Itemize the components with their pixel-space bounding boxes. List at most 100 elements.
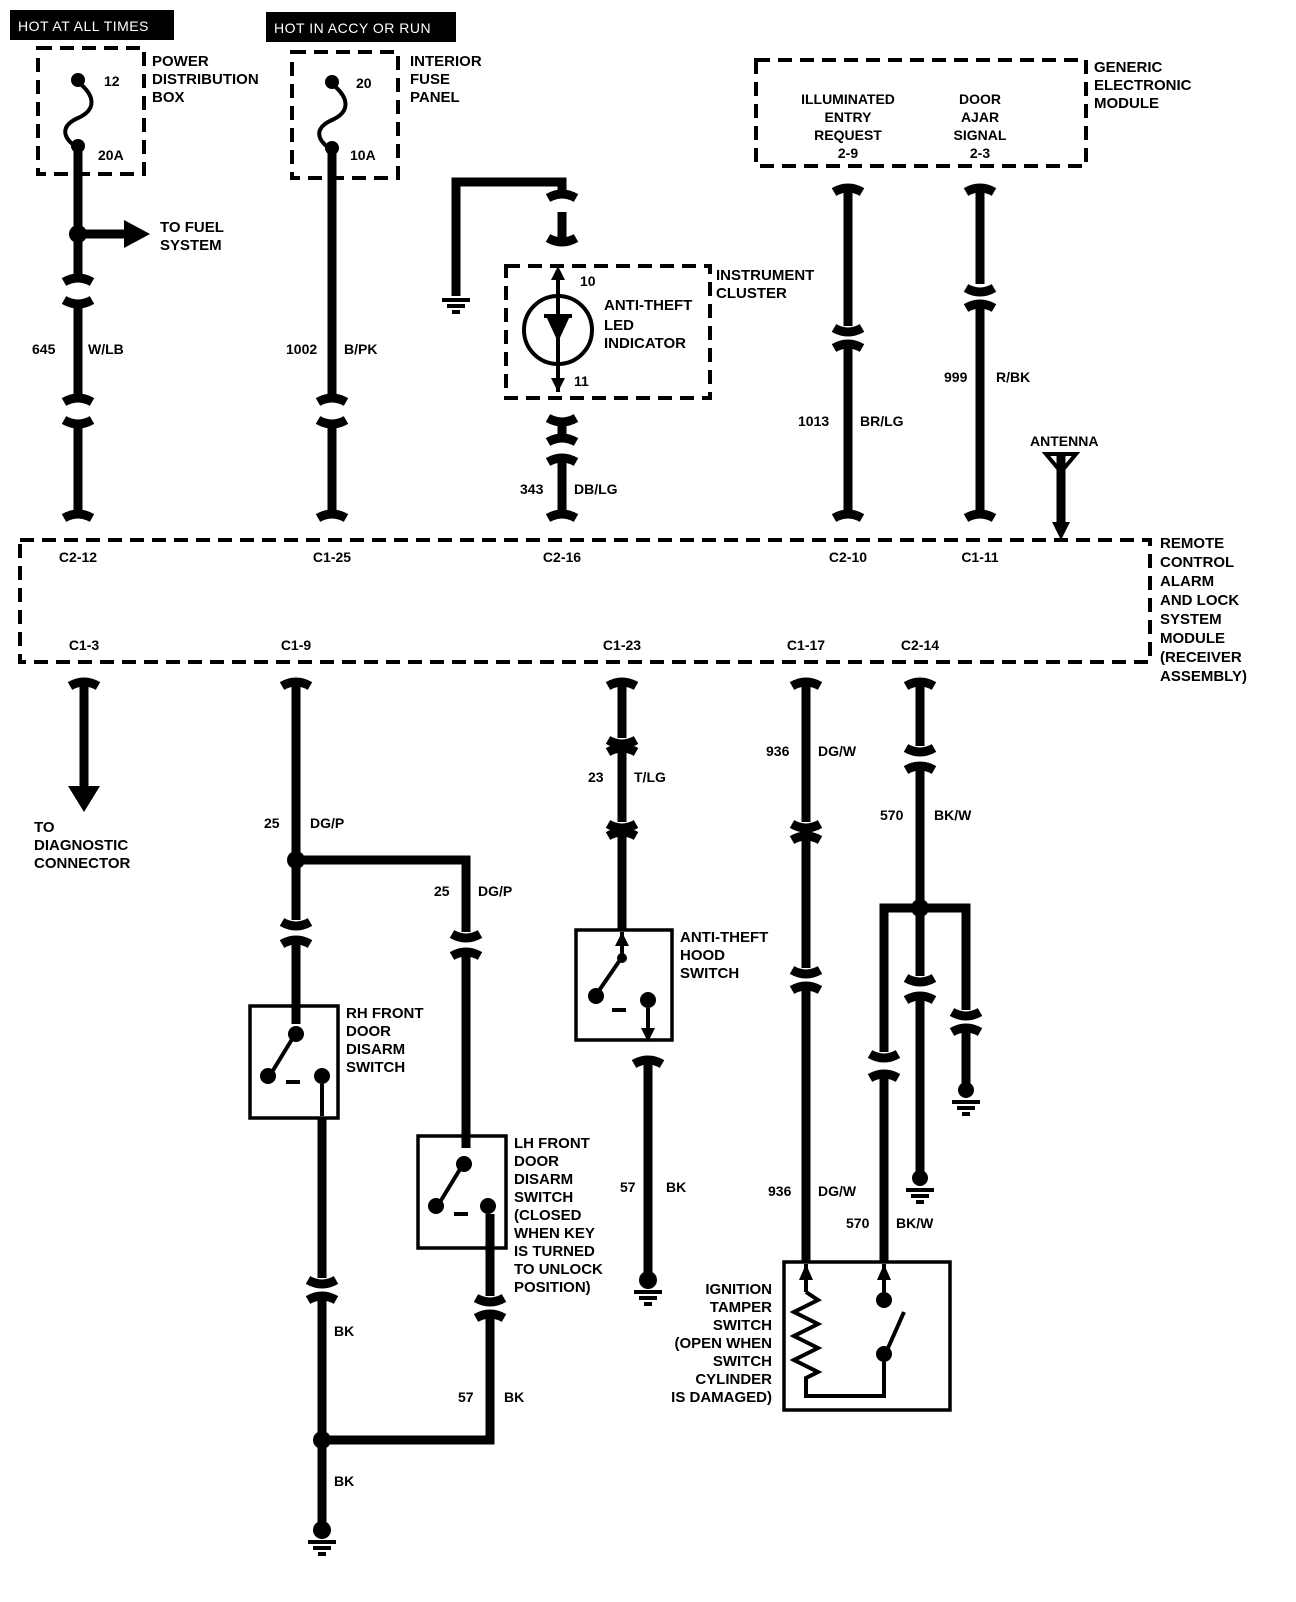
instrument-cluster-ground-wire: [442, 177, 579, 314]
fuse-terminal: [325, 75, 339, 89]
svg-text:936: 936: [766, 743, 790, 759]
svg-text:T/LG: T/LG: [634, 769, 666, 785]
svg-text:C1-11: C1-11: [961, 549, 999, 565]
svg-text:SWITCH: SWITCH: [713, 1317, 772, 1334]
rh-front-door-disarm-switch: [248, 1004, 340, 1120]
ground-symbol: [906, 1188, 934, 1204]
lh-front-door-disarm-switch-label: LH FRONT DOOR DISARM SWITCH (CLOSED WHEN…: [514, 1135, 603, 1296]
svg-text:BK: BK: [504, 1389, 524, 1405]
generic-electronic-module-label: GENERIC ELECTRONIC MODULE: [1094, 59, 1192, 112]
svg-text:57: 57: [458, 1389, 474, 1405]
svg-text:TO UNLOCK: TO UNLOCK: [514, 1261, 603, 1278]
svg-text:999: 999: [944, 369, 968, 385]
svg-text:DB/LG: DB/LG: [574, 481, 618, 497]
svg-text:REMOTE: REMOTE: [1160, 535, 1224, 552]
svg-text:57: 57: [620, 1179, 636, 1195]
svg-text:PANEL: PANEL: [410, 89, 460, 106]
interior-fuse-panel: 20 10A: [290, 50, 400, 180]
svg-text:C1-25: C1-25: [313, 549, 351, 565]
svg-text:C1-17: C1-17: [787, 637, 825, 653]
svg-text:CONNECTOR: CONNECTOR: [34, 855, 131, 872]
svg-text:570: 570: [846, 1215, 870, 1231]
wire-645: 645 W/LB: [32, 150, 150, 523]
svg-text:936: 936: [768, 1183, 792, 1199]
svg-text:DISTRIBUTION: DISTRIBUTION: [152, 71, 259, 88]
splice: [69, 225, 87, 243]
svg-text:SWITCH: SWITCH: [514, 1189, 573, 1206]
svg-text:R/BK: R/BK: [996, 369, 1030, 385]
svg-text:DG/W: DG/W: [818, 743, 857, 759]
generic-electronic-module: ILLUMINATED ENTRY REQUEST 2-9 DOOR AJAR …: [754, 58, 1088, 168]
svg-text:11: 11: [574, 373, 589, 389]
svg-text:(OPEN WHEN: (OPEN WHEN: [675, 1335, 773, 1352]
svg-text:25: 25: [264, 815, 280, 831]
svg-text:10A: 10A: [350, 147, 376, 163]
fuse-terminal: [71, 73, 85, 87]
hot-in-accy-or-run-tag: HOT IN ACCY OR RUN: [266, 12, 456, 42]
svg-text:SYSTEM: SYSTEM: [1160, 611, 1222, 628]
svg-text:INDICATOR: INDICATOR: [604, 335, 686, 352]
svg-text:BOX: BOX: [152, 89, 185, 106]
power-distribution-box-label: POWER DISTRIBUTION BOX: [152, 53, 259, 106]
svg-text:DG/W: DG/W: [818, 1183, 857, 1199]
svg-text:DOOR: DOOR: [959, 91, 1001, 107]
anti-theft-hood-switch-label: ANTI-THEFT HOOD SWITCH: [680, 929, 768, 982]
svg-text:1002: 1002: [286, 341, 317, 357]
wire-936: 936 DG/W 936 DG/W: [766, 677, 857, 1262]
svg-text:BK: BK: [666, 1179, 686, 1195]
instrument-cluster: 10 11 ANTI-THEFT LED INDICATOR: [504, 264, 712, 400]
svg-text:C2-12: C2-12: [59, 549, 97, 565]
svg-text:WHEN KEY: WHEN KEY: [514, 1225, 595, 1242]
svg-text:ANTI-THEFT: ANTI-THEFT: [604, 297, 692, 314]
wire-570: 570 BK/W 570 BK/W: [846, 677, 983, 1262]
svg-text:SWITCH: SWITCH: [680, 965, 739, 982]
hot-at-all-times-tag: HOT AT ALL TIMES: [10, 10, 174, 40]
svg-text:C2-16: C2-16: [543, 549, 581, 565]
svg-text:570: 570: [880, 807, 904, 823]
svg-text:TO FUEL: TO FUEL: [160, 219, 224, 236]
to-diagnostic-connector-label: TO DIAGNOSTIC CONNECTOR: [34, 819, 131, 872]
svg-text:ENTRY: ENTRY: [825, 109, 873, 125]
svg-text:CLUSTER: CLUSTER: [716, 285, 787, 302]
svg-text:20A: 20A: [98, 147, 124, 163]
svg-text:ANTENNA: ANTENNA: [1030, 433, 1098, 449]
fuse-terminal: [325, 141, 339, 155]
antenna: ANTENNA: [1030, 433, 1098, 540]
svg-text:INTERIOR: INTERIOR: [410, 53, 482, 70]
interior-fuse-panel-label: INTERIOR FUSE PANEL: [410, 53, 482, 106]
svg-text:BK/W: BK/W: [934, 807, 972, 823]
svg-text:IS DAMAGED): IS DAMAGED): [671, 1389, 772, 1406]
svg-text:SWITCH: SWITCH: [713, 1353, 772, 1370]
svg-text:(CLOSED: (CLOSED: [514, 1207, 582, 1224]
svg-text:SYSTEM: SYSTEM: [160, 237, 222, 254]
wire-to-diagnostic-connector: [67, 677, 101, 812]
svg-text:FUSE: FUSE: [410, 71, 450, 88]
svg-text:BK: BK: [334, 1323, 354, 1339]
svg-text:AND LOCK: AND LOCK: [1160, 592, 1239, 609]
wire-23: 23 T/LG: [588, 677, 666, 930]
svg-text:DOOR: DOOR: [346, 1023, 391, 1040]
svg-text:ILLUMINATED: ILLUMINATED: [801, 91, 895, 107]
wire-1013: 1013 BR/LG: [798, 183, 904, 523]
svg-text:ANTI-THEFT: ANTI-THEFT: [680, 929, 768, 946]
svg-text:AJAR: AJAR: [961, 109, 999, 125]
fuse-terminal: [71, 139, 85, 153]
ignition-tamper-switch: [782, 1260, 952, 1412]
svg-text:LED: LED: [604, 317, 634, 334]
svg-text:DOOR: DOOR: [514, 1153, 559, 1170]
ground-symbol: [634, 1290, 662, 1306]
svg-text:20: 20: [356, 75, 372, 91]
svg-text:25: 25: [434, 883, 450, 899]
svg-text:2-3: 2-3: [970, 145, 990, 161]
svg-text:HOT AT ALL TIMES: HOT AT ALL TIMES: [18, 18, 149, 34]
svg-text:LH FRONT: LH FRONT: [514, 1135, 590, 1152]
svg-text:CONTROL: CONTROL: [1160, 554, 1234, 571]
wire-57-lh: 57 BK: [330, 1214, 524, 1445]
svg-text:ELECTRONIC: ELECTRONIC: [1094, 77, 1192, 94]
svg-text:HOOD: HOOD: [680, 947, 725, 964]
ground-symbol: [952, 1100, 980, 1116]
svg-text:2-9: 2-9: [838, 145, 858, 161]
svg-text:DISARM: DISARM: [514, 1171, 573, 1188]
splice: [287, 851, 305, 869]
svg-text:SWITCH: SWITCH: [346, 1059, 405, 1076]
